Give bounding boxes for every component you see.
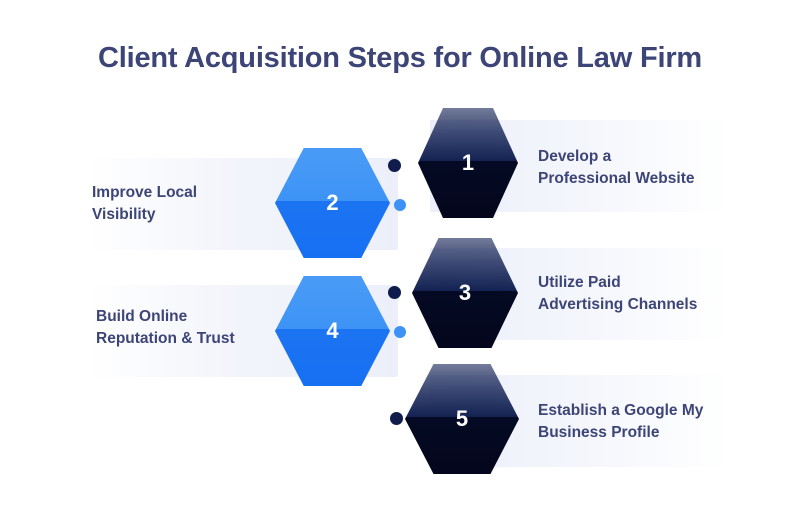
step-number-1: 1 [461, 150, 475, 175]
step-label-3: Utilize Paid Advertising Channels [538, 272, 758, 317]
step-number-4: 4 [326, 318, 339, 343]
connector-dot-blue-2 [394, 326, 406, 338]
step-label-5-line1: Establish a Google My [538, 402, 704, 419]
step-label-5: Establish a Google My Business Profile [538, 400, 768, 445]
step-label-4-line2: Reputation & Trust [96, 330, 235, 348]
connector-dot-navy-3 [390, 412, 403, 425]
step-label-4: Build Online Reputation & Trust [96, 306, 296, 351]
step-number-2: 2 [326, 190, 339, 215]
step-label-1-line2: Professional Website [538, 170, 695, 188]
step-number-3: 3 [458, 280, 472, 305]
step-label-2: Improve Local Visibility [92, 182, 282, 227]
step-label-1: Develop a Professional Website [538, 146, 758, 191]
step-number-5: 5 [455, 406, 469, 431]
step-hexagon-5[interactable]: 5 [405, 364, 519, 474]
connector-dot-navy-1 [388, 159, 401, 172]
step-label-5-line2: Business Profile [538, 424, 660, 442]
connector-dot-navy-2 [388, 286, 401, 299]
step-label-2-line2: Visibility [92, 206, 156, 224]
step-label-3-line2: Advertising Channels [538, 296, 698, 314]
step-label-1-line1: Develop a [538, 148, 612, 165]
step-label-4-line1: Build Online [96, 308, 188, 325]
step-label-2-line1: Improve Local [92, 184, 198, 201]
page-title: Client Acquisition Steps for Online Law … [97, 42, 702, 74]
step-label-3-line1: Utilize Paid [538, 274, 621, 291]
connector-dot-blue-1 [394, 199, 406, 211]
